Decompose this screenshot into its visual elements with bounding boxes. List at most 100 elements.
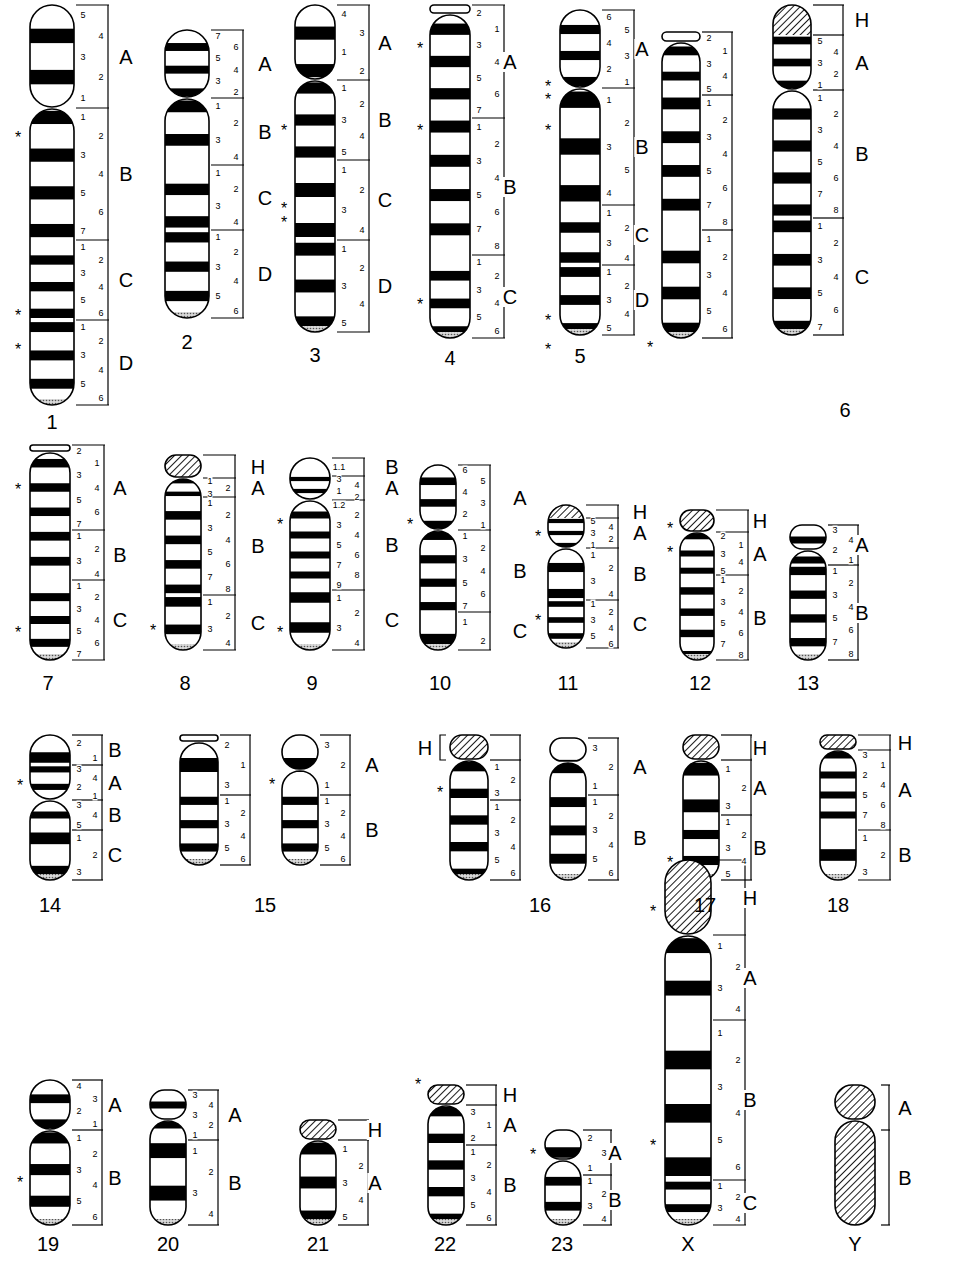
asterisk-marker: * (415, 1077, 421, 1093)
chromosome-outline (545, 1130, 581, 1159)
dark-band (30, 784, 70, 790)
band-number: 5 (215, 292, 220, 301)
dark-band (662, 131, 700, 143)
dark-band (165, 625, 201, 635)
telomere-stipple (665, 1219, 711, 1225)
band-number: 5 (207, 548, 212, 557)
region-bracket (72, 1080, 103, 1225)
chromosome-number: 17 (694, 895, 716, 915)
band-number: 1 (817, 94, 822, 103)
band-number: 5 (624, 25, 629, 34)
dark-band (282, 843, 318, 851)
arm-ground (430, 15, 470, 338)
dark-band (30, 557, 70, 566)
chromosome-number: 4 (444, 348, 455, 368)
band-number: 7 (336, 561, 341, 570)
band-number: 3 (224, 781, 229, 790)
band-number: 5 (80, 379, 85, 388)
band-number: 4 (735, 1109, 740, 1118)
band-number: 7 (832, 638, 837, 647)
dark-band (548, 531, 584, 535)
chromosome-outline (662, 32, 700, 41)
chromosome-arm (560, 10, 600, 87)
chromosome-arm (545, 1161, 581, 1225)
dark-band (550, 854, 586, 864)
bracket-tick (320, 734, 351, 735)
bracket-tick (211, 97, 244, 98)
dark-band (790, 537, 826, 544)
dark-band (665, 981, 711, 996)
arm-ground (665, 936, 711, 1225)
region-letter: H (502, 1085, 518, 1105)
chromosome-outline (420, 531, 456, 650)
bracket-tick (458, 611, 491, 612)
chromosome-number: 13 (797, 673, 819, 693)
dark-band (30, 282, 74, 291)
chromosome-ideogram (428, 1085, 497, 1225)
chromosome-arm (30, 1080, 70, 1129)
chromosome-outline (420, 465, 456, 529)
band-number: 2 (832, 546, 837, 555)
region-letter: B (384, 457, 399, 477)
region-bracket (203, 455, 236, 650)
bracket-tick (602, 9, 635, 10)
region-letter: H (632, 502, 648, 522)
chromosome-number: 10 (429, 673, 451, 693)
dark-band (450, 815, 488, 824)
arm-ground (820, 751, 856, 880)
chromosome-arm (450, 735, 488, 759)
band-number: 4 (233, 152, 238, 161)
band-number: 1 (215, 169, 220, 178)
arm-ground (560, 10, 600, 87)
band-number: 4 (359, 132, 364, 141)
dark-band (790, 591, 826, 599)
dark-band (773, 254, 811, 266)
chromosome-outline (548, 505, 584, 547)
dark-band (428, 1134, 464, 1143)
band-number: 6 (608, 640, 613, 649)
region-letter: C (854, 267, 870, 287)
band-number: 8 (225, 584, 230, 593)
band-number: 2 (510, 776, 515, 785)
region-letter: A (634, 39, 649, 59)
band-number: 1 (215, 233, 220, 242)
region-letter: A (742, 968, 757, 988)
bracket-tick (588, 737, 619, 738)
dark-band (773, 37, 811, 45)
band-number: 1 (587, 1177, 592, 1186)
bracket-tick (702, 337, 733, 338)
band-number: 1 (590, 550, 595, 559)
band-number: 1 (240, 761, 245, 770)
chromosome-outline (30, 1080, 70, 1129)
band-number: 2 (233, 248, 238, 257)
band-number: 3 (587, 1202, 592, 1211)
bracket-tick (337, 4, 370, 5)
asterisk-marker: * (647, 340, 653, 356)
band-number: 2 (359, 263, 364, 272)
band-number: 1 (706, 99, 711, 108)
band-number: 6 (722, 183, 727, 192)
band-number: 8 (354, 571, 359, 580)
bracket-tick (76, 4, 109, 5)
chromosome-number: Y (848, 1234, 861, 1254)
band-number: 3 (590, 576, 595, 585)
dark-band (662, 287, 700, 300)
bracket-tick (332, 649, 365, 650)
band-number: 3 (192, 1189, 197, 1198)
band-number: 3 (207, 489, 212, 498)
region-bracket (211, 30, 244, 318)
band-number: 5 (76, 495, 81, 504)
dark-band (545, 1202, 581, 1211)
band-number: 3 (215, 77, 220, 86)
band-number: 8 (494, 242, 499, 251)
chromosome-arm (30, 1131, 70, 1225)
region-letter: H (417, 738, 433, 758)
chromosome-arm (773, 91, 811, 335)
band-number: 2 (862, 771, 867, 780)
arm-ground (550, 763, 586, 880)
dark-band (430, 223, 470, 235)
dark-band (680, 568, 714, 574)
band-number: 4 (722, 150, 727, 159)
arm-ground (30, 445, 70, 451)
heterochromatin-block (680, 510, 714, 531)
